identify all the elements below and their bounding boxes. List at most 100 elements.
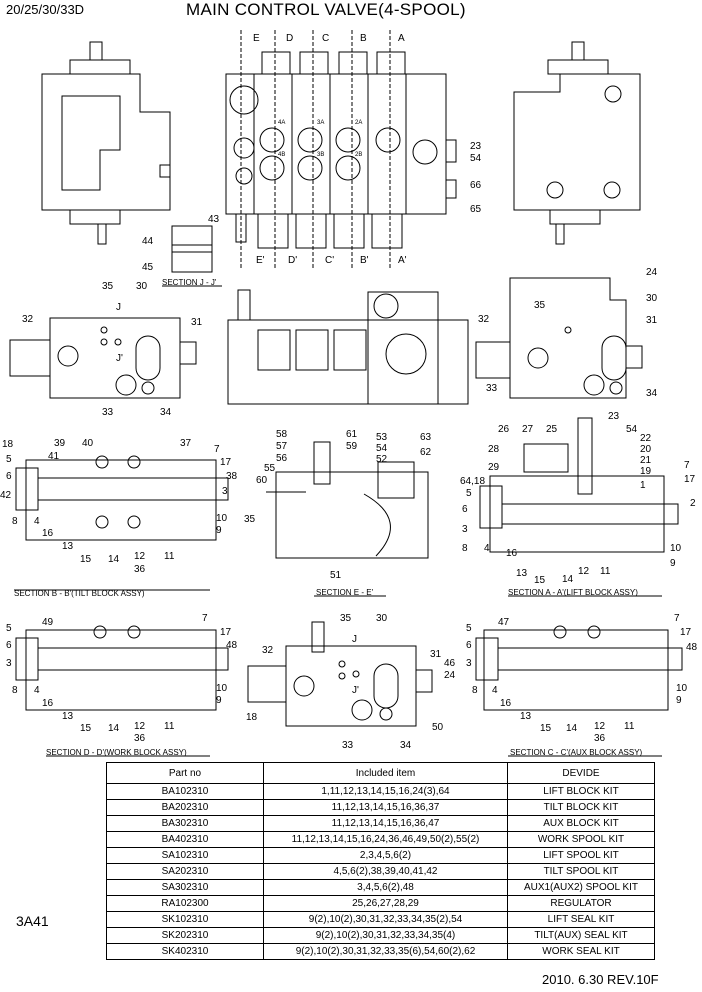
- side-view-left: [41, 41, 171, 245]
- callout: 33: [342, 740, 354, 751]
- section-title-jj: SECTION J - J': [162, 278, 217, 287]
- part-no-cell: SK102310: [106, 911, 264, 928]
- callout: 14: [108, 554, 120, 565]
- callout: 16: [42, 528, 54, 539]
- callout: 63: [420, 432, 432, 443]
- callout: 31: [430, 649, 442, 660]
- page-title: MAIN CONTROL VALVE(4-SPOOL): [186, 0, 466, 19]
- section-aa-view: [479, 417, 679, 597]
- callout: 4: [34, 685, 40, 696]
- callout: 57: [276, 441, 288, 452]
- callout: 12: [134, 721, 146, 732]
- callout: 34: [160, 407, 172, 418]
- side-view-right: [513, 41, 641, 245]
- callout: 34: [646, 388, 658, 399]
- callout: 9: [670, 558, 676, 569]
- callout: 22: [640, 433, 652, 444]
- section-bb-view: [14, 455, 229, 591]
- callout: 16: [42, 698, 54, 709]
- callout: 25: [546, 424, 558, 435]
- callout: 65: [470, 204, 482, 215]
- callout: 35: [534, 300, 546, 311]
- included-item-cell: 1,11,12,13,14,15,16,24(3),64: [263, 783, 508, 800]
- callout: 3: [6, 658, 12, 669]
- callout: 8: [12, 516, 18, 527]
- callout: 53: [376, 432, 388, 443]
- callout: 32: [478, 314, 490, 325]
- callout: 7: [684, 460, 690, 471]
- cut-mark-e: E: [253, 33, 260, 44]
- devide-cell: LIFT SEAL KIT: [507, 911, 655, 928]
- header-part-no: Part no: [106, 762, 264, 784]
- callout: 10: [216, 683, 228, 694]
- callout: 48: [226, 640, 238, 651]
- header-devide: DEVIDE: [507, 762, 655, 784]
- callout: 4: [34, 516, 40, 527]
- callout: 18: [246, 712, 258, 723]
- end-view-right: [475, 277, 643, 399]
- callout: 7: [674, 613, 680, 624]
- section-title-ee: SECTION E - E': [316, 588, 374, 597]
- callout: 39: [54, 438, 66, 449]
- callout: 11: [164, 551, 175, 562]
- included-item-cell: 25,26,27,28,29: [263, 895, 508, 912]
- included-item-cell: 2,3,4,5,6(2): [263, 847, 508, 864]
- callout: 35: [244, 514, 256, 525]
- callout: 27: [522, 424, 534, 435]
- port-mark: 4A: [278, 120, 285, 126]
- callout: 3: [466, 658, 472, 669]
- callout: 13: [520, 711, 532, 722]
- included-item-cell: 9(2),10(2),30,31,32,33,35(6),54,60(2),62: [263, 943, 508, 960]
- part-no-cell: SK402310: [106, 943, 264, 960]
- callout: 15: [80, 723, 92, 734]
- callout: 14: [108, 723, 120, 734]
- callout: 33: [486, 383, 498, 394]
- included-item-cell: 4,5,6(2),38,39,40,41,42: [263, 863, 508, 880]
- callout: 5: [466, 488, 472, 499]
- table-header-row: Part no Included item DEVIDE: [106, 762, 655, 784]
- included-item-cell: 11,12,13,14,15,16,24,36,46,49,50(2),55(2…: [263, 831, 508, 848]
- callout: 49: [42, 617, 54, 628]
- top-view: [227, 289, 469, 405]
- callout: 55: [264, 463, 276, 474]
- callout: 9: [216, 695, 222, 706]
- section-title-cc: SECTION C - C'(AUX BLOCK ASSY): [510, 748, 643, 757]
- callout: 12: [134, 551, 146, 562]
- section-jj-view: [162, 225, 222, 287]
- callout: 24: [444, 670, 456, 681]
- callout: 8: [472, 685, 478, 696]
- callout: 60: [256, 475, 268, 486]
- callout: 46: [444, 658, 456, 669]
- callout: 64,18: [460, 476, 485, 487]
- callout: 54: [470, 153, 482, 164]
- devide-cell: TILT(AUX) SEAL KIT: [507, 927, 655, 944]
- callout: 17: [680, 627, 692, 638]
- callout: 6: [466, 640, 472, 651]
- devide-cell: TILT BLOCK KIT: [507, 799, 655, 816]
- callout: 9: [676, 695, 682, 706]
- section-title-dd: SECTION D - D'(WORK BLOCK ASSY): [46, 748, 187, 757]
- section-cc-view: [475, 625, 683, 757]
- callout: 52: [376, 454, 388, 465]
- callout: 20: [640, 444, 652, 455]
- part-no-cell: BA302310: [106, 815, 264, 832]
- table-row: SA302310 3,4,5,6(2),48 AUX1(AUX2) SPOOL …: [106, 879, 655, 896]
- included-item-cell: 3,4,5,6(2),48: [263, 879, 508, 896]
- callout: 47: [498, 617, 510, 628]
- callout: 23: [470, 141, 482, 152]
- callout: 62: [420, 447, 432, 458]
- part-no-cell: SA102310: [106, 847, 264, 864]
- callout: 37: [180, 438, 192, 449]
- callout: 41: [48, 451, 60, 462]
- port-mark: 3A: [317, 120, 324, 126]
- end-view-left: [9, 317, 197, 399]
- table-row: SK102310 9(2),10(2),30,31,32,33,34,35(2)…: [106, 911, 655, 928]
- cut-mark-d-prime: D': [288, 255, 297, 266]
- devide-cell: TILT SPOOL KIT: [507, 863, 655, 880]
- callout: 36: [594, 733, 606, 744]
- callout: 35: [340, 613, 352, 624]
- cut-mark-j-prime: J': [116, 353, 123, 364]
- callout: 3: [222, 486, 228, 497]
- callout: 44: [142, 236, 154, 247]
- callout: 3: [462, 524, 468, 535]
